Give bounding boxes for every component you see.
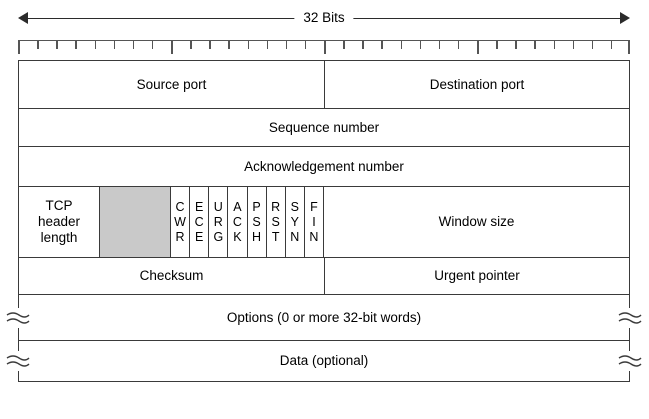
- flag-urg-letter-2: G: [213, 229, 224, 244]
- field-source-port: Source port: [136, 76, 207, 92]
- flag-cwr-letter-1: W: [174, 214, 186, 229]
- flag-ack: A C K: [228, 187, 248, 257]
- ruler-tick-minor: [572, 41, 575, 49]
- ruler-tick-minor: [190, 41, 192, 49]
- bit-ruler: [18, 40, 630, 54]
- flag-rst-letter-0: R: [271, 199, 281, 214]
- ruler-tick-minor: [534, 41, 536, 49]
- field-checksum: Checksum: [139, 268, 204, 283]
- row-checksum: Checksum Urgent pointer: [18, 257, 630, 294]
- ruler-tick-minor: [610, 41, 613, 49]
- flag-fin-letter-2: N: [309, 229, 319, 244]
- tcp-header-length-line2: header: [37, 214, 81, 229]
- ruler-tick-minor: [113, 41, 116, 49]
- ruler-tick-minor: [304, 41, 307, 49]
- ruler-tick-minor: [381, 41, 383, 49]
- ruler-tick-minor: [151, 41, 154, 49]
- row-flags: TCP header length C W R E C E U R: [18, 186, 630, 257]
- flag-syn-letter-2: N: [290, 229, 300, 244]
- field-acknowledgement-number: Acknowledgement number: [244, 158, 404, 174]
- flag-rst: R S T: [267, 187, 286, 257]
- ruler-tick-major: [628, 41, 630, 54]
- flag-fin: F I N: [305, 187, 323, 257]
- ruler-tick-minor: [94, 41, 97, 49]
- bit-width-label: 32 Bits: [294, 8, 354, 28]
- field-tcp-header-length: TCP header length: [19, 187, 99, 257]
- width-indicator: 32 Bits: [18, 8, 630, 30]
- row-sequence-number: Sequence number: [18, 108, 630, 146]
- field-data: Data (optional): [279, 353, 369, 368]
- flag-cwr-letter-2: R: [175, 229, 185, 244]
- row-acknowledgement-number: Acknowledgement number: [18, 146, 630, 186]
- flag-psh-letter-0: P: [252, 199, 261, 214]
- ruler-tick-minor: [228, 41, 230, 49]
- ruler-tick-major: [18, 41, 20, 54]
- field-urgent-pointer: Urgent pointer: [324, 258, 629, 294]
- ruler-tick-minor: [75, 41, 77, 49]
- ruler-tick-minor: [400, 41, 403, 49]
- flag-urg-letter-1: R: [213, 214, 223, 229]
- ruler-tick-major: [477, 41, 479, 54]
- flag-ece-letter-0: E: [195, 199, 204, 214]
- flag-urg-letter-0: U: [213, 199, 223, 214]
- arrow-right-icon: [620, 12, 630, 24]
- flag-psh: P S H: [248, 187, 267, 257]
- ruler-tick-minor: [419, 41, 422, 49]
- flag-cwr-letter-0: C: [175, 199, 185, 214]
- ruler-tick-minor: [362, 41, 364, 49]
- flags-group: C W R E C E U R G A C K: [171, 187, 323, 257]
- flag-rst-letter-1: S: [271, 214, 280, 229]
- ruler-tick-minor: [553, 41, 556, 49]
- tcp-header-length-line1: TCP: [45, 198, 73, 213]
- ruler-tick-minor: [132, 41, 135, 49]
- ruler-tick-minor: [209, 41, 211, 49]
- flag-fin-letter-1: I: [312, 214, 316, 229]
- flag-psh-letter-1: S: [252, 214, 261, 229]
- ruler-tick-minor: [496, 41, 498, 49]
- field-reserved: [99, 187, 171, 257]
- field-destination-port: Destination port: [324, 61, 629, 108]
- flag-psh-letter-2: H: [252, 229, 262, 244]
- ruler-tick-minor: [515, 41, 517, 49]
- header-frame: Source port Destination port Sequence nu…: [5, 60, 643, 382]
- field-options: Options (0 or more 32-bit words): [226, 309, 422, 325]
- flag-syn: S Y N: [286, 187, 305, 257]
- ruler-tick-minor: [343, 41, 345, 49]
- flag-ece: E C E: [190, 187, 210, 257]
- flag-fin-letter-0: F: [310, 199, 318, 214]
- ruler-tick-minor: [457, 41, 460, 49]
- flag-rst-letter-2: T: [271, 229, 280, 244]
- row-data: Data (optional): [5, 340, 643, 382]
- ruler-tick-minor: [591, 41, 594, 49]
- ruler-tick-minor: [56, 41, 58, 49]
- row-options: Options (0 or more 32-bit words): [5, 294, 643, 340]
- flag-ece-letter-1: C: [194, 214, 204, 229]
- ruler-tick-minor: [438, 41, 441, 49]
- field-window-size: Window size: [323, 187, 629, 257]
- ruler-tick-minor: [247, 41, 250, 49]
- flag-syn-letter-1: Y: [290, 214, 299, 229]
- tcp-header-length-line3: length: [40, 230, 78, 245]
- ruler-tick-minor: [266, 41, 269, 49]
- ruler-tick-minor: [285, 41, 288, 49]
- ruler-tick-major: [171, 41, 173, 54]
- flag-syn-letter-0: S: [290, 199, 299, 214]
- arrow-left-icon: [18, 12, 28, 24]
- flag-ack-letter-1: C: [232, 214, 242, 229]
- ruler-tick-major: [324, 41, 326, 54]
- flag-ack-letter-2: K: [233, 229, 242, 244]
- ruler-tick-minor: [37, 41, 39, 49]
- row-ports: Source port Destination port: [18, 60, 630, 108]
- flag-ack-letter-0: A: [233, 199, 242, 214]
- flag-urg: U R G: [209, 187, 229, 257]
- flag-ece-letter-2: E: [195, 229, 204, 244]
- field-sequence-number: Sequence number: [268, 119, 380, 135]
- flag-cwr: C W R: [171, 187, 191, 257]
